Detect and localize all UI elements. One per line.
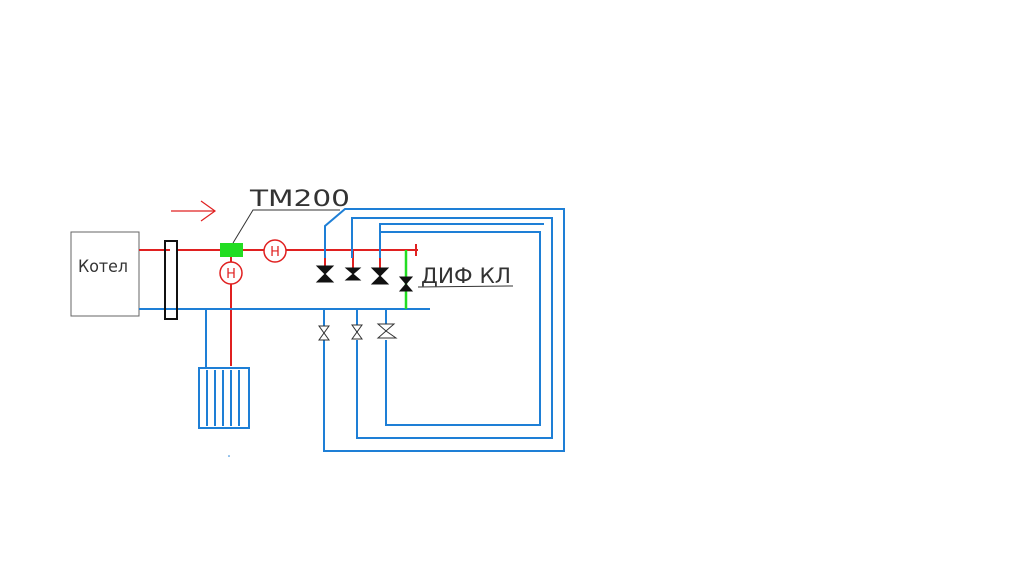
pump-icon: Н — [263, 239, 287, 263]
valve-icon — [370, 267, 390, 285]
controller-box — [220, 243, 243, 257]
hydraulic-separator — [164, 240, 178, 320]
valve-icon — [398, 276, 414, 292]
valve-icon — [344, 267, 362, 281]
controller-leader — [232, 209, 340, 244]
diff-valve-label-group: ДИФ КЛ — [417, 264, 514, 288]
radiator — [198, 367, 250, 429]
boiler-label: Котел — [78, 257, 128, 277]
stray-dot — [228, 455, 230, 457]
valve-icon — [376, 323, 398, 339]
circuit-outer — [323, 208, 565, 452]
supply-line — [139, 244, 418, 366]
boiler: Котел — [70, 231, 140, 317]
controller: ТМ200 — [220, 187, 350, 257]
valve-icon — [315, 265, 335, 283]
circuit-inner-1 — [379, 231, 541, 426]
circuit-middle — [351, 217, 553, 439]
valve-icon — [318, 325, 330, 341]
pump-label: Н — [226, 267, 236, 282]
pump-label: Н — [270, 245, 280, 260]
pump-icon: Н — [219, 261, 243, 285]
boiler-box — [70, 231, 140, 317]
controller-label: ТМ200 — [249, 187, 350, 212]
circuit-inner-2 — [379, 223, 544, 240]
arrow-right-icon — [171, 200, 217, 222]
valve-icon — [351, 324, 363, 340]
heating-circuits — [323, 208, 565, 452]
diff-valve-label: ДИФ КЛ — [421, 264, 511, 288]
diff-valve-underline — [417, 285, 514, 288]
